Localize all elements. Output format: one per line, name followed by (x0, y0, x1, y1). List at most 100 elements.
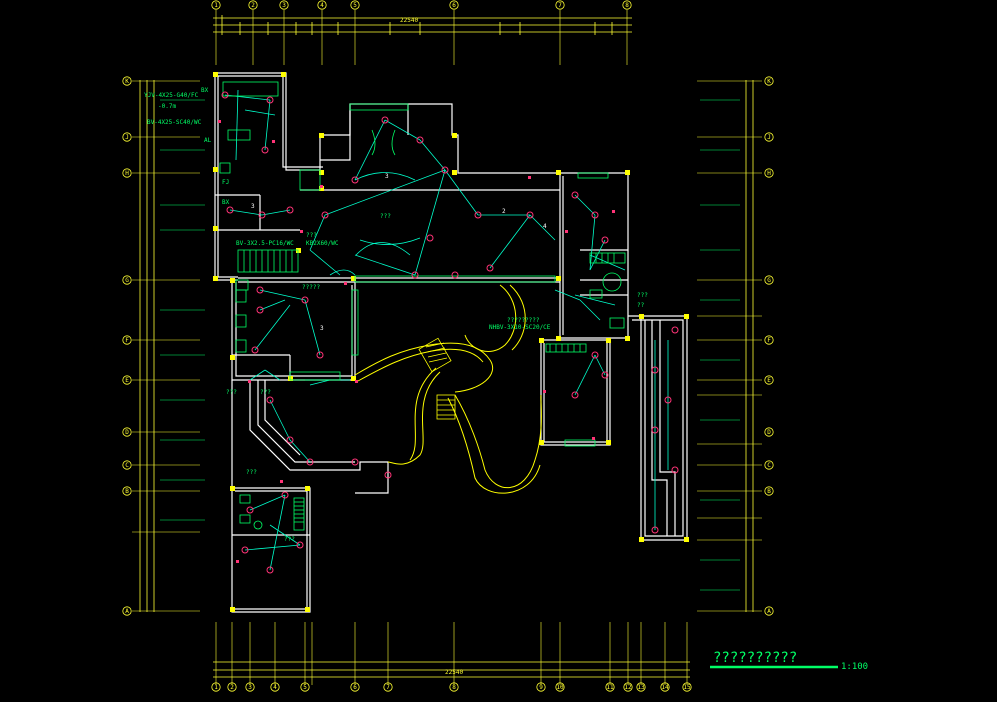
bottom-axis-7-label: 7 (386, 684, 390, 691)
bridge-stairs (418, 337, 456, 420)
bottom-axis-3-bubble (245, 682, 255, 692)
room-label-7: ??? (246, 469, 257, 476)
right-axis-6-label: E (767, 377, 771, 384)
right-axis-8-bubble (764, 460, 774, 470)
grid-extension-right (697, 80, 762, 612)
left-axis-4-bubble (122, 275, 132, 285)
tag-bx-2-label: BX (222, 199, 230, 206)
riser-note-2: KB2X60/WC (306, 240, 339, 247)
right-axis-7-bubble (764, 427, 774, 437)
right-axis-5-bubble (764, 335, 774, 345)
outlets (218, 120, 615, 563)
bottom-axis-10-bubble (555, 682, 565, 692)
left-axis-4-label: G (125, 277, 129, 284)
top-axis-2-label: 2 (251, 2, 255, 9)
bottom-axis-3-label: 3 (248, 684, 252, 691)
top-axis-1-label: 1 (214, 2, 218, 9)
left-axis-7-bubble (122, 427, 132, 437)
bottom-axis-6-bubble (350, 682, 360, 692)
walls (214, 72, 688, 613)
bottom-axis-8-label: 8 (452, 684, 456, 691)
top-axis-5-bubble (350, 0, 360, 10)
wiring-lines (224, 89, 669, 571)
top-axis-5-label: 5 (353, 2, 357, 9)
bottom-axis-12-label: 12 (624, 684, 632, 691)
left-axis-5-bubble (122, 335, 132, 345)
bottom-axis-2-bubble (227, 682, 237, 692)
feeder-1-sub-label: -0.7m (158, 103, 176, 110)
room-label-8: ??? (284, 536, 295, 543)
top-axis-7-label: 7 (558, 2, 562, 9)
right-axis-1-bubble (764, 76, 774, 86)
left-axis-10-bubble (122, 606, 132, 616)
right-axis-2-label: J (767, 134, 771, 141)
bottom-axis-1-bubble (211, 682, 221, 692)
circuit-count-3b: 3 (320, 325, 324, 332)
bottom-axis-2-label: 2 (230, 684, 234, 691)
bottom-axis-11-bubble (605, 682, 615, 692)
bottom-dim-total: 22540 (445, 669, 463, 676)
left-axis-8-bubble (122, 460, 132, 470)
right-axis-3-label: H (767, 170, 771, 177)
left-axis-1-label: K (125, 78, 129, 85)
tag-bx-label: BX (201, 87, 209, 94)
feeder-1-label: YJV-4X25-G40/FC (144, 92, 199, 99)
room-label-1: ??? (306, 232, 317, 239)
room-label-2: ??? (380, 213, 391, 220)
right-axis-5-label: F (767, 337, 771, 344)
cable-note: NHBV-3X10-SC20/CE (489, 324, 551, 331)
bottom-axis-4-bubble (270, 682, 280, 692)
panel-label: AL (204, 137, 212, 144)
bottom-axis-9-bubble (536, 682, 546, 692)
bottom-axis-15-bubble (682, 682, 692, 692)
grid-extension-top (215, 10, 628, 65)
top-axis-2-bubble (248, 0, 258, 10)
dimension-ticks (221, 15, 613, 35)
top-axis-8-label: 8 (625, 2, 629, 9)
left-axis-3-label: H (125, 170, 129, 177)
annotations: YJV-4X25-G40/FC -0.7m BV-4X25-SC40/WC AL… (144, 17, 648, 676)
top-axis-3-label: 3 (282, 2, 286, 9)
bottom-axis-1-label: 1 (214, 684, 218, 691)
wiring-arcs (329, 172, 421, 276)
right-axis-4-label: G (767, 277, 771, 284)
fixture-details (219, 81, 626, 531)
long-room-label: ????????? (507, 317, 540, 324)
circuit-count-3: 3 (385, 173, 389, 180)
right-axis-3-bubble (764, 168, 774, 178)
circuit-count-3c: 3 (251, 203, 255, 210)
circuit-count-4: 4 (543, 223, 547, 230)
room-label-3: ??? (637, 292, 648, 299)
top-dim-total: 22540 (400, 17, 418, 24)
right-axis-6-bubble (764, 375, 774, 385)
right-axis-9-bubble (764, 486, 774, 496)
box-label: ????? (302, 284, 320, 291)
right-axis-2-bubble (764, 132, 774, 142)
left-axis-6-bubble (122, 375, 132, 385)
right-axis-4-bubble (764, 275, 774, 285)
right-axis-8-label: C (767, 462, 771, 469)
bottom-axis-4-label: 4 (273, 684, 277, 691)
bottom-axis-7-bubble (383, 682, 393, 692)
top-axis-1-bubble (211, 0, 221, 10)
bottom-axis-12-bubble (623, 682, 633, 692)
light-fixtures (221, 91, 679, 574)
left-axis-2-bubble (122, 132, 132, 142)
right-axis-7-label: D (767, 429, 771, 436)
bottom-axis-5-bubble (300, 682, 310, 692)
bottom-axis-5-label: 5 (303, 684, 307, 691)
bottom-axis-6-label: 6 (353, 684, 357, 691)
green-reference-lines (160, 99, 740, 591)
bottom-axis-11-label: 11 (606, 684, 614, 691)
grid-extension-left (132, 80, 200, 612)
right-axis-1-label: K (767, 78, 771, 85)
tag-fj-label: FJ (222, 179, 229, 186)
room-label-6: ??? (260, 389, 271, 396)
left-axis-9-label: B (125, 488, 129, 495)
left-axis-6-label: E (125, 377, 129, 384)
room-label-4: ?? (637, 302, 645, 309)
feeder-2-label: BV-4X25-SC40/WC (147, 119, 202, 126)
room-label-5: ??? (226, 389, 237, 396)
left-axis-10-label: A (125, 608, 129, 615)
